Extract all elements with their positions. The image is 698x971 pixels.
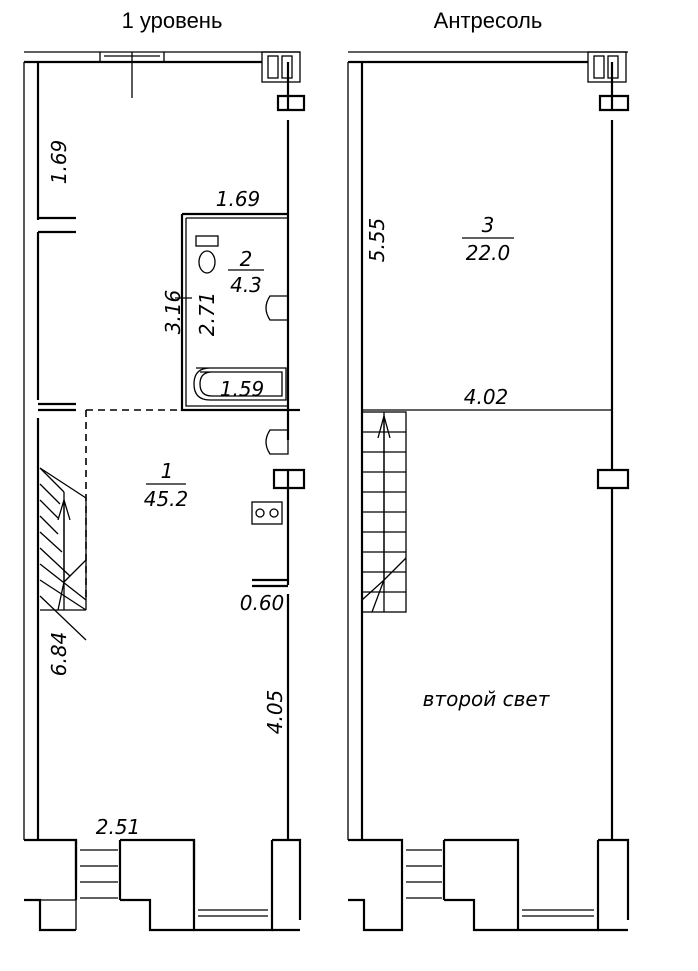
room-3-number: 3 (482, 213, 495, 237)
dim-bath-bottom: 1.59 (220, 377, 265, 401)
staircase-level-1 (39, 467, 87, 641)
room-1-area: 45.2 (144, 487, 189, 511)
dim-bath-outer: 3.16 (161, 290, 185, 335)
staircase-mezzanine (361, 411, 407, 613)
mezzanine-title: Антресоль (434, 8, 543, 33)
room-1-number: 1 (161, 459, 174, 483)
dim-bath-top: 1.69 (216, 187, 261, 211)
dim-left-lower: 6.84 (47, 632, 71, 677)
dim-left-upper: 1.69 (47, 140, 71, 185)
mezzanine-plan (347, 51, 630, 932)
dim-entrance: 2.51 (96, 815, 141, 839)
dim-mezz-width: 4.02 (464, 385, 509, 409)
dim-kitchen-gap: 0.60 (240, 591, 285, 615)
room-2-number: 2 (240, 247, 253, 271)
room-2-area: 4.3 (230, 273, 262, 297)
second-light-label: второй свет (423, 687, 551, 711)
level-1-title: 1 уровень (122, 8, 223, 33)
dim-bath-inner: 2.71 (195, 292, 219, 337)
level-1-plan (23, 51, 306, 932)
dim-right-lower: 4.05 (263, 690, 287, 735)
room-3-area: 22.0 (466, 241, 511, 265)
dim-mezz-left: 5.55 (365, 218, 389, 263)
